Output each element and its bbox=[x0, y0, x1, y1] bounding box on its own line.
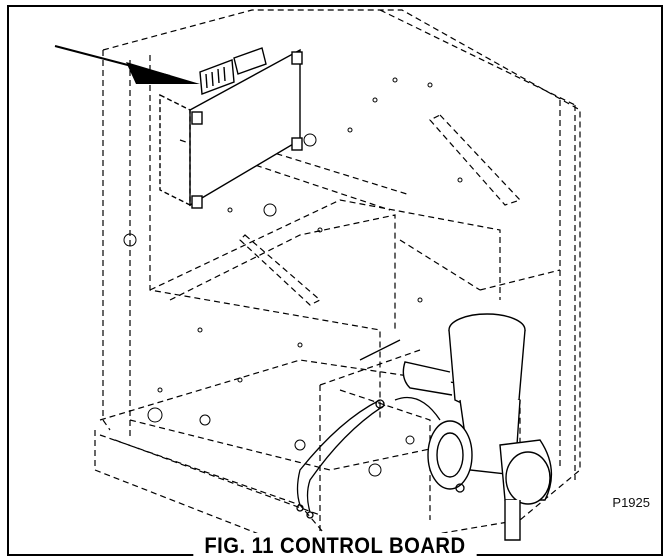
board-bracket bbox=[159, 93, 191, 207]
harness bbox=[359, 339, 401, 361]
lower-box-2 bbox=[339, 389, 431, 520]
standoff bbox=[291, 51, 303, 65]
mid-diagonal bbox=[179, 139, 391, 211]
board-connector bbox=[199, 59, 235, 95]
figure-caption-wrap: FIG. 11 CONTROL BOARD bbox=[0, 533, 670, 559]
lower-box-3 bbox=[319, 349, 421, 386]
inner-frame-2 bbox=[149, 55, 381, 420]
wire bbox=[394, 396, 441, 421]
board-capacitor bbox=[233, 47, 267, 75]
cross-panel bbox=[169, 214, 396, 330]
bolt bbox=[375, 399, 385, 409]
cabinet-outline bbox=[102, 9, 581, 553]
bracket-2 bbox=[239, 234, 322, 306]
figure-caption: FIG. 11 CONTROL BOARD bbox=[193, 533, 477, 559]
wire bbox=[296, 399, 381, 506]
pump-flange-inner bbox=[436, 432, 464, 478]
pointer-arrow bbox=[54, 45, 200, 84]
right-panel-edge bbox=[479, 269, 561, 291]
base-rail bbox=[94, 430, 306, 553]
standoff bbox=[291, 137, 303, 151]
mid-diagonal-2 bbox=[199, 129, 411, 196]
bracket-1 bbox=[429, 114, 522, 206]
standoff bbox=[191, 195, 203, 209]
cabinet-back-left bbox=[102, 50, 111, 431]
part-number: P1925 bbox=[612, 495, 650, 510]
right-panel-edge-2 bbox=[399, 239, 481, 291]
pump-drain bbox=[504, 500, 521, 541]
cabinet-top-right bbox=[379, 9, 576, 106]
wire-terminal bbox=[306, 511, 314, 519]
wire-terminal bbox=[296, 504, 304, 512]
base-rail-2 bbox=[114, 439, 321, 516]
standoff bbox=[191, 111, 203, 125]
pump-cup-body bbox=[448, 329, 526, 409]
pump-outlet-end bbox=[505, 451, 551, 505]
bolt bbox=[455, 483, 465, 493]
inner-mid-panel bbox=[149, 199, 501, 300]
wire bbox=[306, 404, 386, 513]
pump-elbow bbox=[402, 361, 453, 396]
